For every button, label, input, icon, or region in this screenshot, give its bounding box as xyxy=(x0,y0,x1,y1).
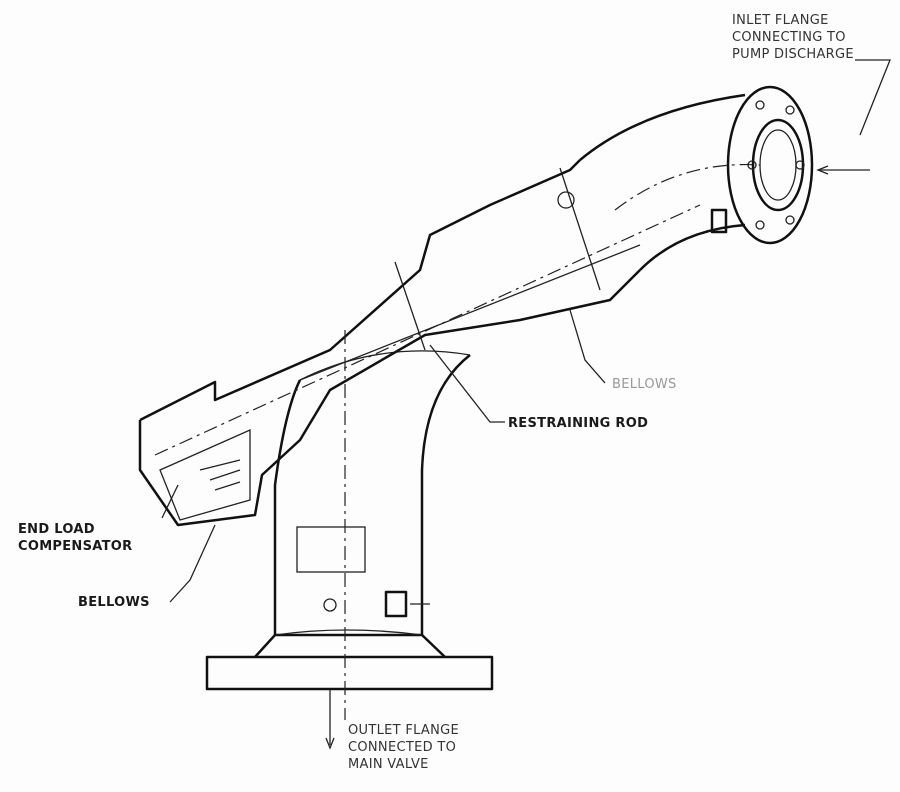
outlet-label-line1: OUTLET FLANGE xyxy=(348,723,459,738)
leader-lines xyxy=(161,59,891,603)
end-load-label-line1: END LOAD xyxy=(18,522,95,537)
restraining-rod-label: RESTRAINING ROD xyxy=(508,416,648,431)
end-load-label-line2: COMPENSATOR xyxy=(18,539,132,554)
main-body xyxy=(138,159,701,527)
bellows-lower-label: BELLOWS xyxy=(78,595,150,610)
elbow xyxy=(273,350,471,486)
outlet-flange-base xyxy=(205,629,494,691)
inlet-label-line2: CONNECTING TO xyxy=(732,30,846,45)
outlet-label-line3: MAIN VALVE xyxy=(348,757,429,772)
outlet-column xyxy=(273,470,430,635)
bellows-upper-label: BELLOWS xyxy=(612,377,677,392)
inlet-flange xyxy=(726,85,814,245)
inlet-label-line1: INLET FLANGE xyxy=(732,13,829,28)
inlet-pipe xyxy=(579,93,761,271)
outlet-label-line2: CONNECTED TO xyxy=(348,740,456,755)
inlet-label-line3: PUMP DISCHARGE xyxy=(732,47,854,62)
